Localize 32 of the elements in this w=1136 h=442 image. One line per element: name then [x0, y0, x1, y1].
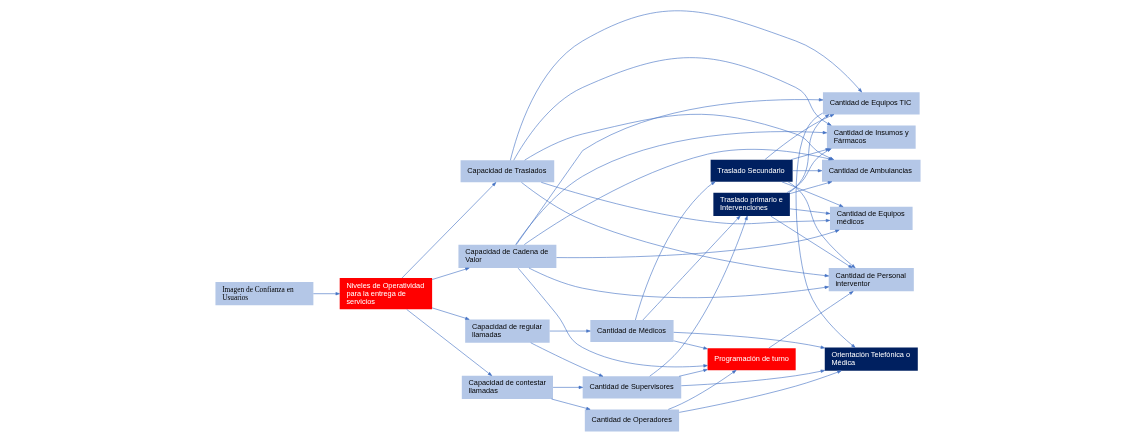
- arrow: [540, 182, 831, 225]
- arrow: [781, 181, 844, 208]
- arrow: [642, 215, 741, 321]
- arrow: [635, 181, 716, 321]
- arrow: [551, 398, 591, 410]
- arrow: [668, 369, 737, 410]
- arrow: [431, 307, 470, 320]
- arrow: [516, 98, 824, 245]
- arrow: [313, 292, 340, 296]
- arrow: [789, 208, 831, 215]
- arrow: [673, 332, 825, 349]
- arrow: [528, 267, 829, 299]
- arrow: [673, 340, 708, 350]
- arrow: [678, 370, 842, 413]
- arrow: [549, 329, 591, 333]
- arrow: [770, 215, 853, 269]
- arrow: [517, 267, 708, 368]
- arrow: [792, 169, 823, 173]
- arrow: [787, 181, 856, 269]
- arrow: [789, 181, 833, 194]
- arrow: [552, 385, 583, 389]
- arrow: [406, 309, 493, 376]
- arrow: [556, 229, 840, 258]
- arrow: [768, 291, 854, 349]
- arrow: [401, 182, 497, 279]
- arrow: [530, 342, 604, 377]
- arrow: [431, 267, 470, 280]
- arrow: [681, 369, 825, 387]
- arrow: [678, 368, 708, 377]
- arrow: [795, 112, 856, 348]
- arrow: [521, 182, 829, 278]
- arrow: [649, 215, 748, 377]
